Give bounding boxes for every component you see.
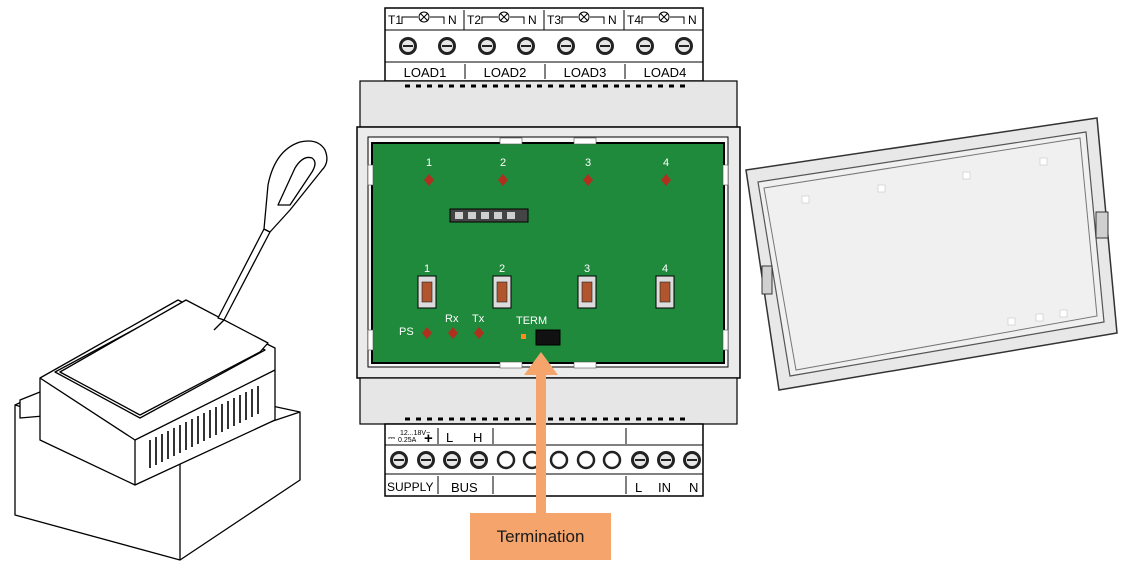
button-number-1: 1 bbox=[424, 263, 430, 275]
lamp-symbols bbox=[401, 11, 685, 24]
status-led-rx bbox=[448, 327, 458, 339]
callout-arrow bbox=[524, 352, 558, 513]
channel-led-3 bbox=[583, 174, 593, 186]
module-front: T1 T2 T3 T4 N N N N LOAD1 LOAD2 LOAD3 LO… bbox=[356, 7, 741, 497]
term-label: TERM bbox=[516, 315, 547, 327]
status-led-ps bbox=[422, 327, 432, 339]
bus-label: BUS bbox=[451, 480, 478, 495]
neutral-label-2: N bbox=[528, 13, 537, 27]
button-number-3: 3 bbox=[584, 263, 590, 275]
top-screw-terminals bbox=[399, 37, 693, 55]
led-number-4: 4 bbox=[663, 157, 669, 169]
channel-label-t1: T1 bbox=[388, 13, 402, 27]
load-label-2: LOAD2 bbox=[484, 65, 527, 80]
channel-leds bbox=[424, 174, 671, 186]
channel-button-1[interactable] bbox=[417, 275, 437, 309]
screw-bus-l[interactable] bbox=[443, 451, 461, 469]
cover-plate bbox=[745, 117, 1118, 391]
status-label-rx: Rx bbox=[445, 313, 459, 325]
status-led-tx bbox=[474, 327, 484, 339]
empty-terminal bbox=[602, 450, 622, 470]
vent-grille bbox=[149, 386, 259, 468]
din-module-sketch bbox=[14, 140, 328, 561]
supply-rating-line2: 0.25A bbox=[398, 437, 417, 444]
load-label-3: LOAD3 bbox=[564, 65, 607, 80]
channel-led-2 bbox=[498, 174, 508, 186]
led-number-1: 1 bbox=[426, 157, 432, 169]
bus-l-label: L bbox=[446, 430, 453, 445]
screwdriver-icon bbox=[213, 140, 328, 331]
neutral-label-1: N bbox=[448, 13, 457, 27]
bus-h-label: H bbox=[473, 430, 482, 445]
channel-buttons bbox=[417, 275, 675, 309]
term-indicator bbox=[521, 334, 526, 339]
status-label-ps: PS bbox=[399, 326, 414, 338]
supply-rating-line1: 12...18V~ bbox=[400, 430, 430, 437]
channel-label-t3: T3 bbox=[547, 13, 561, 27]
load-label-1: LOAD1 bbox=[404, 65, 447, 80]
screw-input-in[interactable] bbox=[657, 451, 675, 469]
screw-input-n[interactable] bbox=[683, 451, 701, 469]
empty-terminal bbox=[576, 450, 596, 470]
button-number-2: 2 bbox=[499, 263, 505, 275]
plus-label: + bbox=[424, 430, 433, 447]
screw-bus-h[interactable] bbox=[470, 451, 488, 469]
channel-led-4 bbox=[661, 174, 671, 186]
channel-label-t4: T4 bbox=[627, 13, 641, 27]
pin-header bbox=[449, 208, 529, 223]
channel-button-3[interactable] bbox=[577, 275, 597, 309]
empty-terminal bbox=[496, 450, 516, 470]
channel-led-1 bbox=[424, 174, 434, 186]
channel-button-4[interactable] bbox=[655, 275, 675, 309]
load-label-4: LOAD4 bbox=[644, 65, 687, 80]
empty-terminal bbox=[549, 450, 569, 470]
input-n-label: N bbox=[689, 480, 698, 495]
input-l-label: L bbox=[635, 480, 642, 495]
input-in-label: IN bbox=[658, 480, 671, 495]
led-number-2: 2 bbox=[500, 157, 506, 169]
neutral-label-3: N bbox=[608, 13, 617, 27]
status-label-tx: Tx bbox=[472, 313, 485, 325]
supply-label: SUPPLY bbox=[387, 480, 433, 494]
neutral-label-4: N bbox=[688, 13, 697, 27]
screw-supply-plus[interactable] bbox=[417, 451, 435, 469]
termination-callout: Termination bbox=[470, 513, 611, 560]
screw-input-l[interactable] bbox=[631, 451, 649, 469]
screw-supply-minus[interactable] bbox=[390, 451, 408, 469]
term-jumper[interactable] bbox=[535, 329, 561, 346]
button-number-4: 4 bbox=[662, 263, 668, 275]
dc-minus-symbol: ⎓ bbox=[388, 433, 395, 443]
bottom-screw-terminals bbox=[390, 450, 701, 470]
channel-button-2[interactable] bbox=[492, 275, 512, 309]
channel-label-t2: T2 bbox=[467, 13, 481, 27]
led-number-3: 3 bbox=[585, 157, 591, 169]
